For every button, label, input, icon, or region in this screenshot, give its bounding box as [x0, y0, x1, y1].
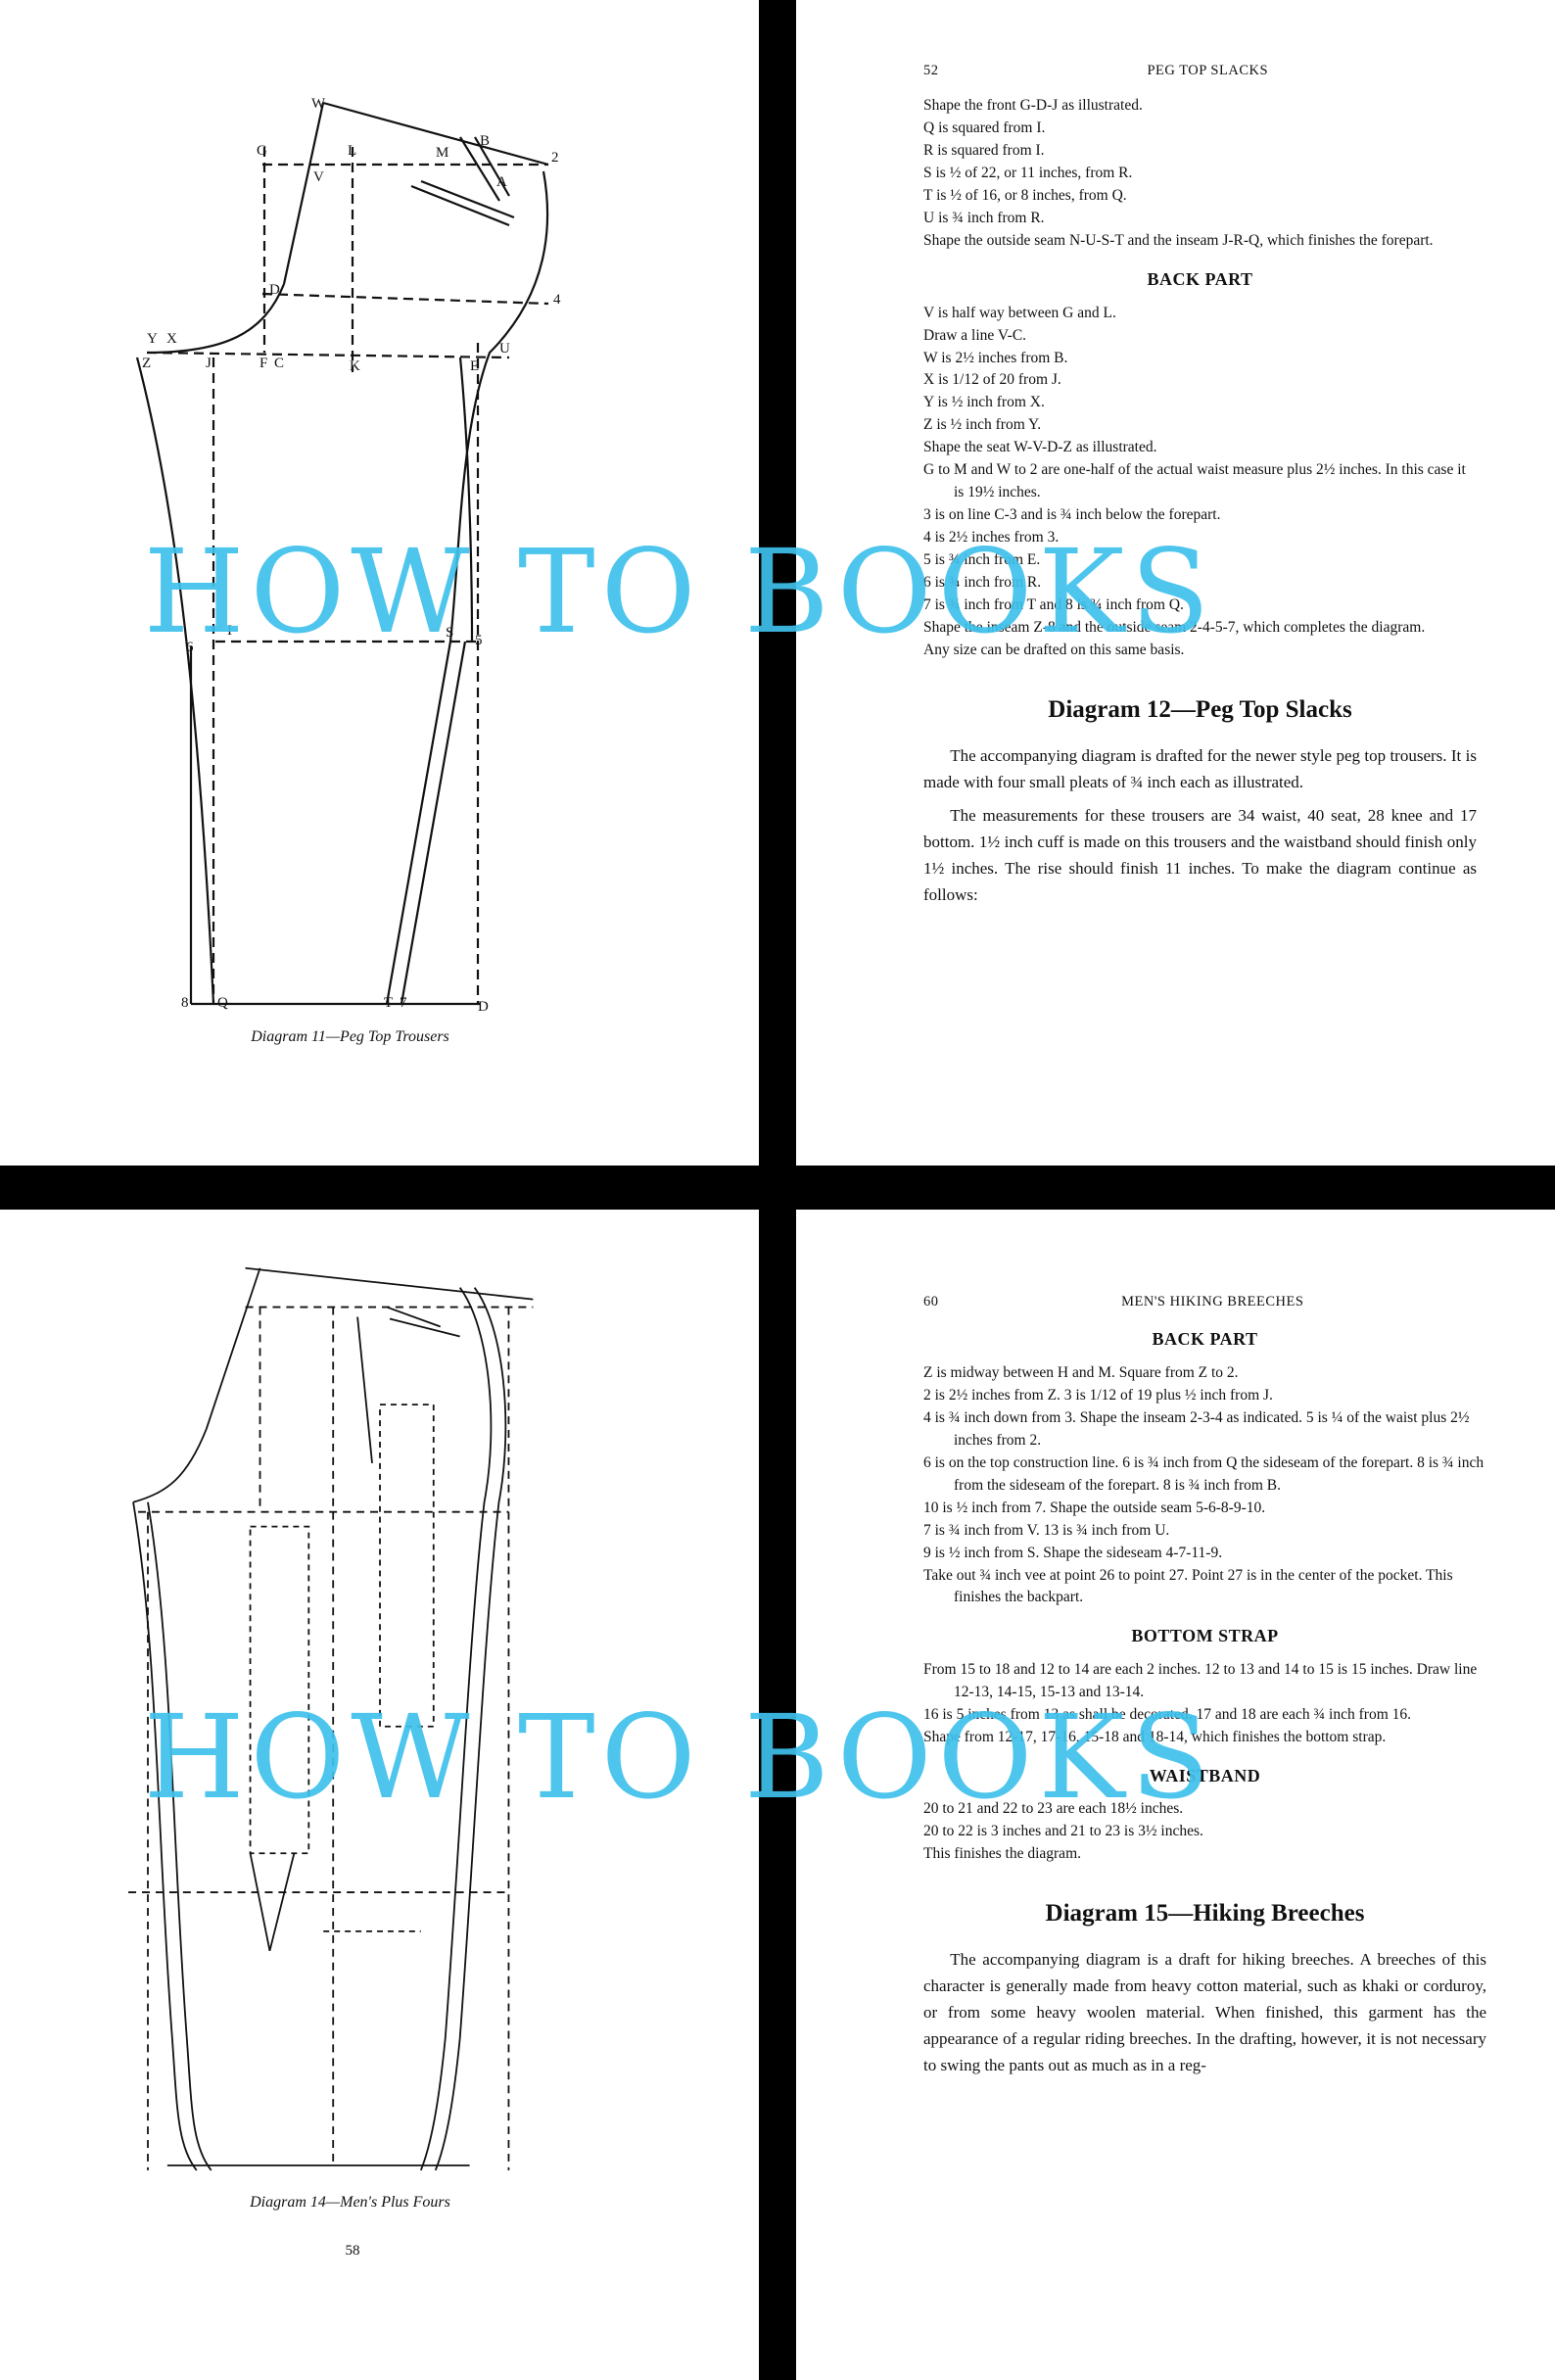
- instruction-line: Shape the front G-D-J as illustrated.: [923, 97, 1143, 115]
- point-label: 6: [186, 640, 194, 655]
- instruction-line: 7 is ¾ inch from V. 13 is ¾ inch from U.: [923, 1521, 1170, 1539]
- body-paragraph: The accompanying diagram is drafted for …: [923, 745, 1477, 791]
- body-paragraph: The measurements for these trousers are …: [923, 806, 1477, 904]
- section-heading: BACK PART: [1152, 1329, 1258, 1350]
- point-label: A: [496, 174, 507, 190]
- point-label: S: [446, 625, 453, 641]
- instruction-line: Q is squared from I.: [923, 119, 1046, 137]
- section-heading: BACK PART: [1147, 269, 1253, 290]
- instruction-line: 16 is 5 inches from 13 as shall be decor…: [923, 1705, 1411, 1723]
- point-label: U: [499, 341, 510, 357]
- text-column: 60 MEN'S HIKING BREECHES BACK PART Z is …: [923, 1292, 1486, 2087]
- point-label: F: [259, 356, 267, 371]
- point-label: L: [348, 143, 356, 159]
- point-label: 5: [475, 633, 483, 648]
- instruction-line: 20 to 22 is 3 inches and 21 to 23 is 3½ …: [923, 1823, 1203, 1840]
- text-column: 52 PEG TOP SLACKS Shape the front G-D-J …: [923, 61, 1477, 917]
- point-label: D: [478, 999, 489, 1015]
- instruction-line: Y is ½ inch from X.: [923, 394, 1045, 411]
- instruction-line: X is 1/12 of 20 from J.: [923, 371, 1061, 389]
- peg-top-trousers-draft: W G L M B 2 V A D 4 Y X Z J F C K E U 6 …: [135, 96, 561, 1015]
- instruction-line: 4 is 2½ inches from 3.: [923, 529, 1060, 547]
- page-bottom-left: Diagram 14—Men's Plus Fours 58: [0, 1210, 759, 2380]
- instruction-line: Draw a line V-C.: [923, 326, 1027, 344]
- point-label: V: [313, 169, 324, 185]
- page-number: 52: [923, 63, 939, 78]
- instruction-line: Z is ½ inch from Y.: [923, 416, 1042, 434]
- page-top-right: 52 PEG TOP SLACKS Shape the front G-D-J …: [796, 0, 1555, 1166]
- point-label: 8: [181, 995, 189, 1011]
- running-title: PEG TOP SLACKS: [1147, 63, 1269, 78]
- point-label: T: [384, 995, 393, 1011]
- instruction-line: S is ½ of 22, or 11 inches, from R.: [923, 165, 1133, 182]
- point-label: M: [436, 145, 448, 161]
- instruction-line: 10 is ½ inch from 7. Shape the outside s…: [923, 1499, 1266, 1516]
- point-label: I: [227, 623, 232, 639]
- instruction-line: 2 is 2½ inches from Z. 3 is 1/12 of 19 p…: [923, 1387, 1273, 1404]
- instruction-line: Shape from 12-17, 17-16, 15-18 and 18-14…: [923, 1728, 1387, 1745]
- instruction-line: Z is midway between H and M. Square from…: [923, 1364, 1239, 1382]
- point-label: 2: [551, 150, 559, 166]
- instruction-line: W is 2½ inches from B.: [923, 349, 1068, 366]
- section-heading: WAISTBAND: [1149, 1765, 1261, 1785]
- instruction-line: This finishes the diagram.: [923, 1845, 1081, 1863]
- instruction-line: Shape the inseam Z-8 and the outside sea…: [923, 618, 1426, 636]
- section-heading: BOTTOM STRAP: [1131, 1626, 1279, 1646]
- page-number: 58: [345, 2243, 360, 2259]
- page-bottom-right: 60 MEN'S HIKING BREECHES BACK PART Z is …: [796, 1210, 1555, 2380]
- running-title: MEN'S HIKING BREECHES: [1121, 1294, 1304, 1309]
- instruction-line: 6 is on the top construction line. 6 is …: [923, 1453, 1484, 1494]
- instruction-line: V is half way between G and L.: [923, 304, 1116, 321]
- point-label: Z: [142, 356, 151, 371]
- point-label: B: [480, 133, 490, 149]
- point-label: G: [257, 143, 267, 159]
- point-label: 4: [553, 292, 561, 308]
- point-label: W: [311, 96, 326, 112]
- instruction-line: Take out ¾ inch vee at point 26 to point…: [923, 1566, 1453, 1606]
- instruction-line: From 15 to 18 and 12 to 14 are each 2 in…: [923, 1661, 1478, 1700]
- figure-caption: Diagram 14—Men's Plus Fours: [250, 2194, 450, 2211]
- instruction-line: 9 is ½ inch from S. Shape the sideseam 4…: [923, 1544, 1223, 1561]
- instruction-line: 7 is ¾ inch from T and 8 is ¾ inch from …: [923, 595, 1184, 613]
- page-number: 60: [923, 1294, 939, 1309]
- instruction-line: T is ½ of 16, or 8 inches, from Q.: [923, 187, 1127, 205]
- instruction-line: Shape the outside seam N-U-S-T and the i…: [923, 232, 1434, 250]
- point-label: J: [206, 356, 212, 371]
- point-label: E: [470, 358, 479, 374]
- instruction-line: 4 is ¾ inch down from 3. Shape the insea…: [923, 1408, 1470, 1449]
- instruction-line: 3 is on line C-3 and is ¾ inch below the…: [923, 506, 1221, 524]
- instruction-line: 20 to 21 and 22 to 23 are each 18½ inche…: [923, 1800, 1184, 1818]
- instruction-line: Any size can be drafted on this same bas…: [923, 641, 1185, 658]
- plus-fours-draft: [128, 1266, 534, 2171]
- instruction-line: R is squared from I.: [923, 142, 1045, 160]
- point-label: 7: [400, 995, 407, 1011]
- figure-caption: Diagram 11—Peg Top Trousers: [251, 1028, 449, 1045]
- point-label: Y: [147, 331, 158, 347]
- body-paragraph: The accompanying diagram is a draft for …: [923, 1950, 1486, 2074]
- instruction-line: Shape the seat W-V-D-Z as illustrated.: [923, 439, 1157, 456]
- running-head: 60 MEN'S HIKING BREECHES: [923, 1292, 1486, 1312]
- point-label: C: [274, 356, 284, 371]
- diagram-heading: Diagram 15—Hiking Breeches: [1045, 1900, 1365, 1928]
- point-label: X: [166, 331, 177, 347]
- running-head: 52 PEG TOP SLACKS: [923, 61, 1477, 81]
- point-label: D: [269, 282, 280, 298]
- page-top-left: W G L M B 2 V A D 4 Y X Z J F C K E U 6 …: [0, 0, 759, 1166]
- instruction-line: 6 is ¾ inch from R.: [923, 573, 1042, 591]
- instruction-line: G to M and W to 2 are one-half of the ac…: [923, 461, 1466, 501]
- instruction-line: 5 is ¾ inch from E.: [923, 550, 1041, 568]
- instruction-line: U is ¾ inch from R.: [923, 210, 1045, 227]
- point-label: K: [350, 358, 360, 374]
- diagram-heading: Diagram 12—Peg Top Slacks: [1048, 695, 1352, 723]
- point-label: Q: [217, 995, 228, 1011]
